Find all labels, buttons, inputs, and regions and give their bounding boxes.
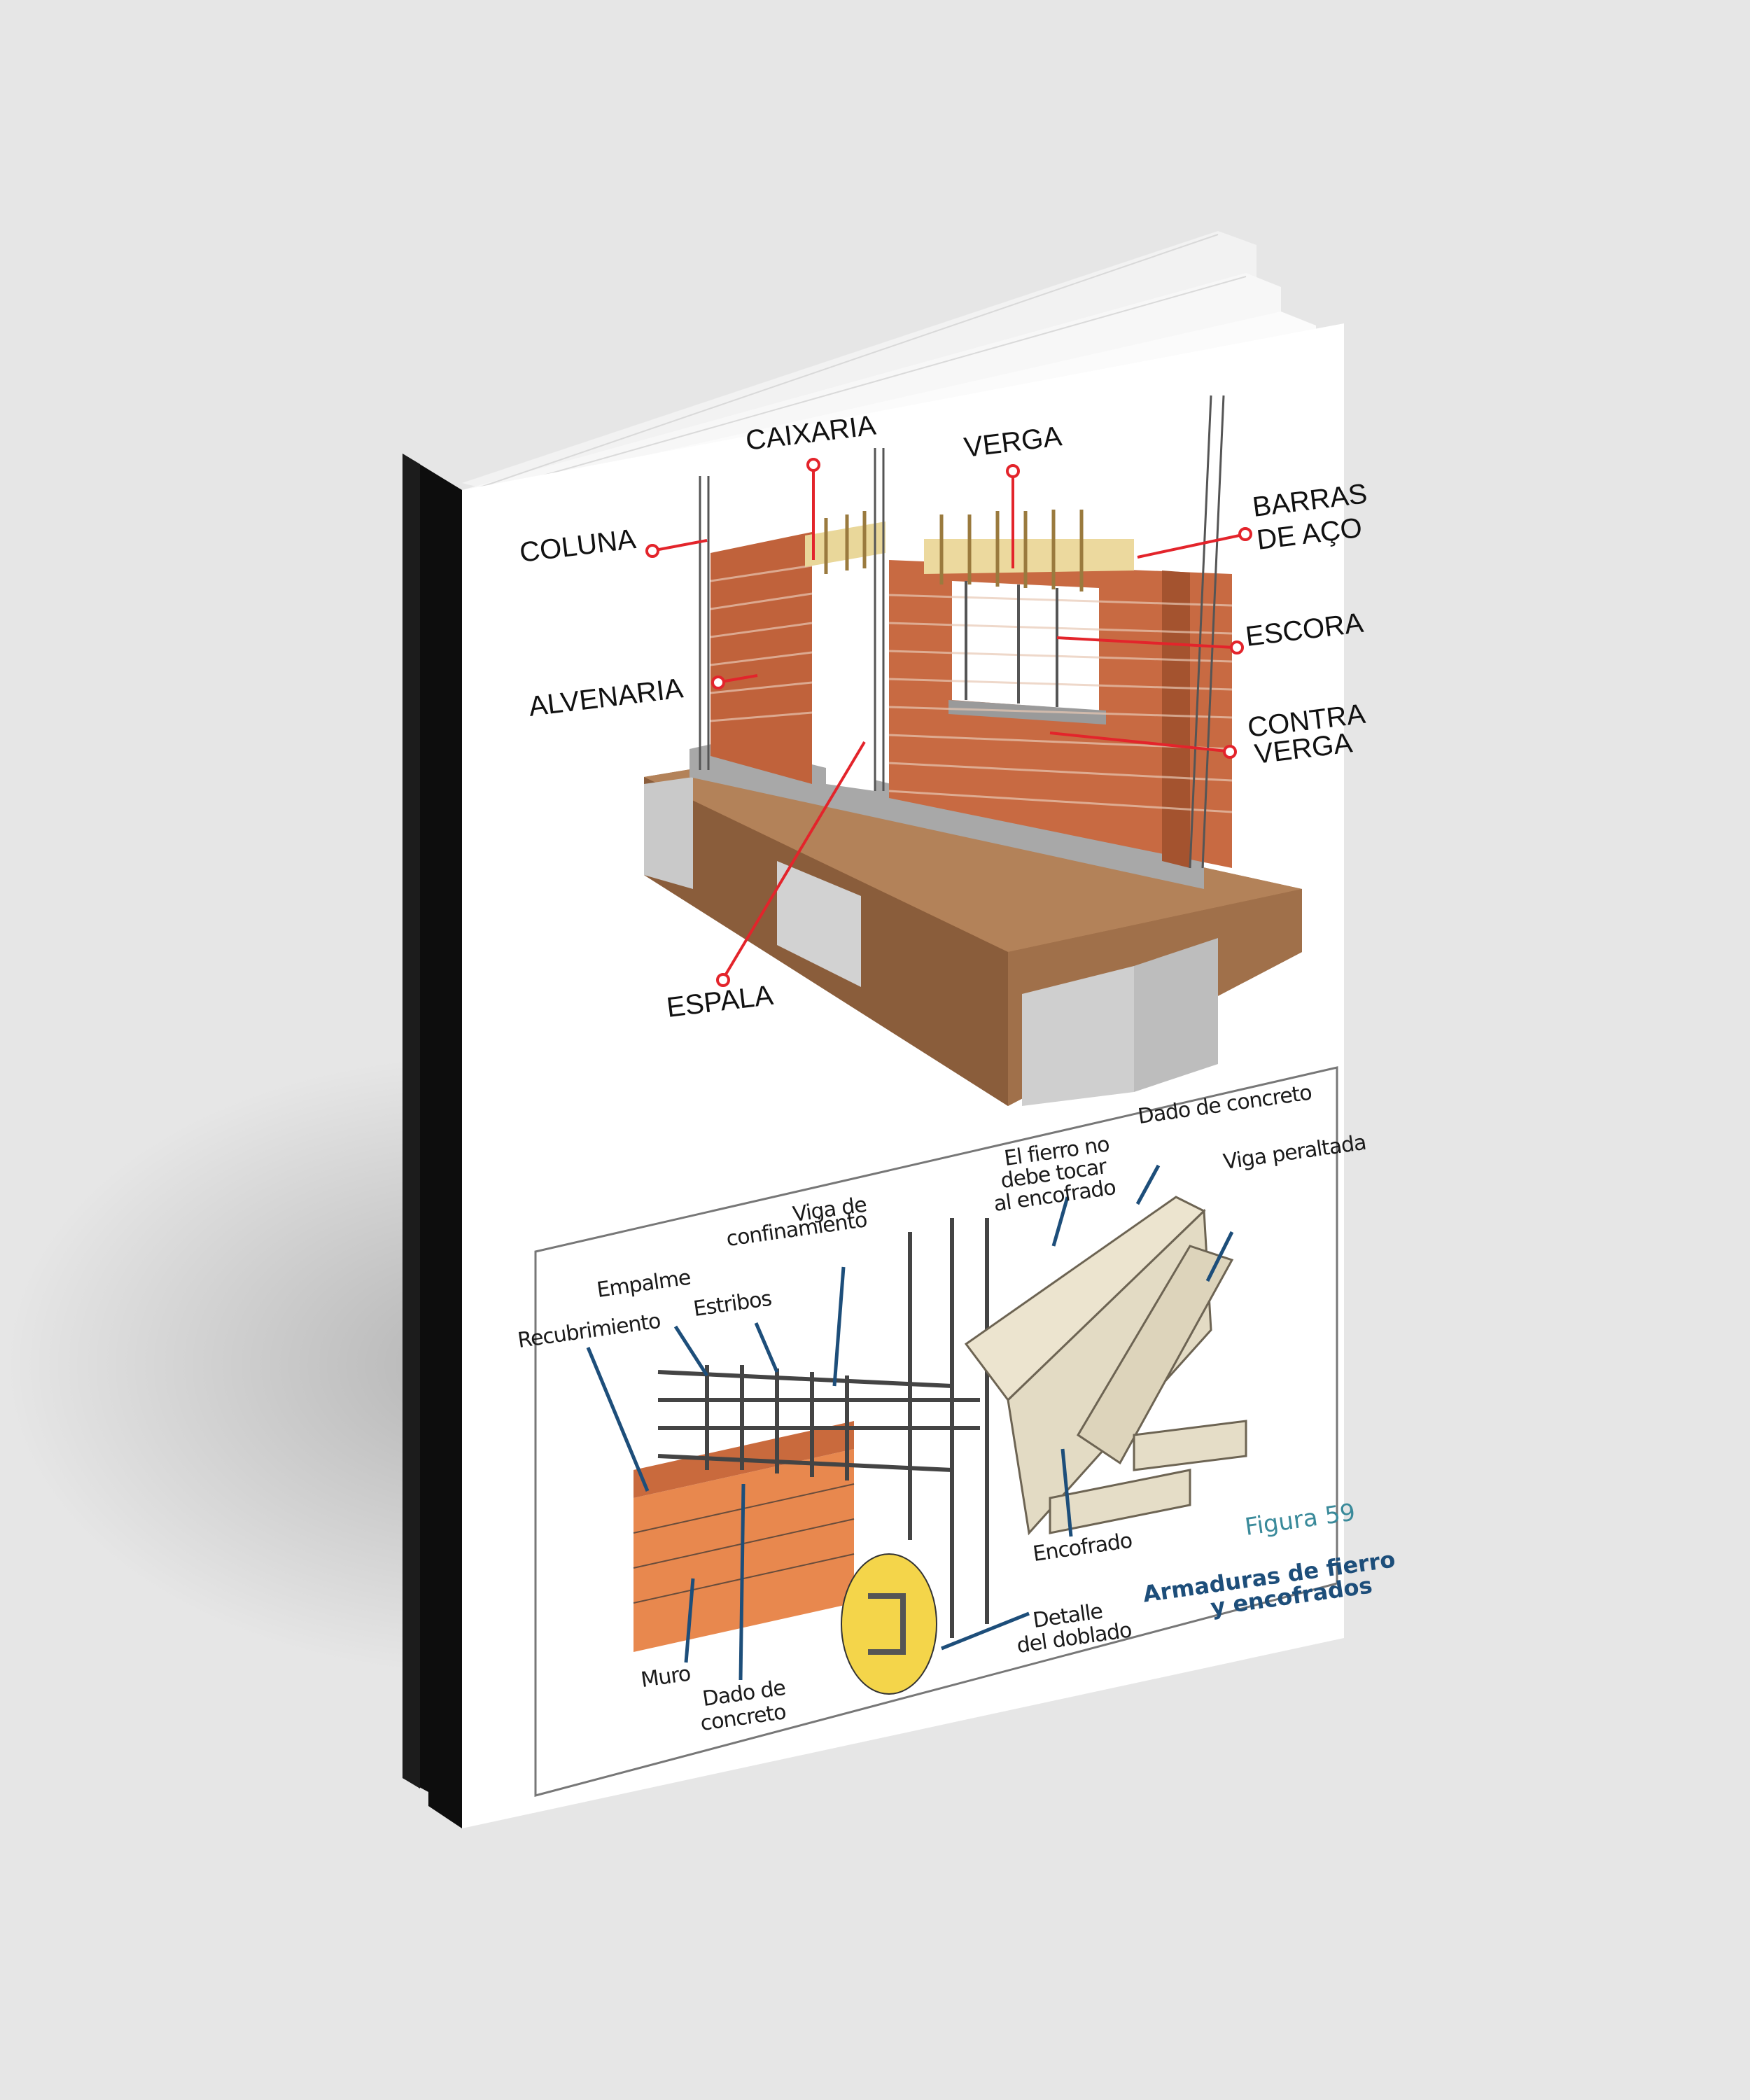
page-stack-mid <box>462 273 1281 500</box>
bottom-figure-drawing <box>586 1164 1247 1695</box>
top-figure-drawing <box>644 395 1302 1106</box>
detail-circle <box>841 1553 937 1695</box>
figure-frame <box>534 1066 1338 1797</box>
